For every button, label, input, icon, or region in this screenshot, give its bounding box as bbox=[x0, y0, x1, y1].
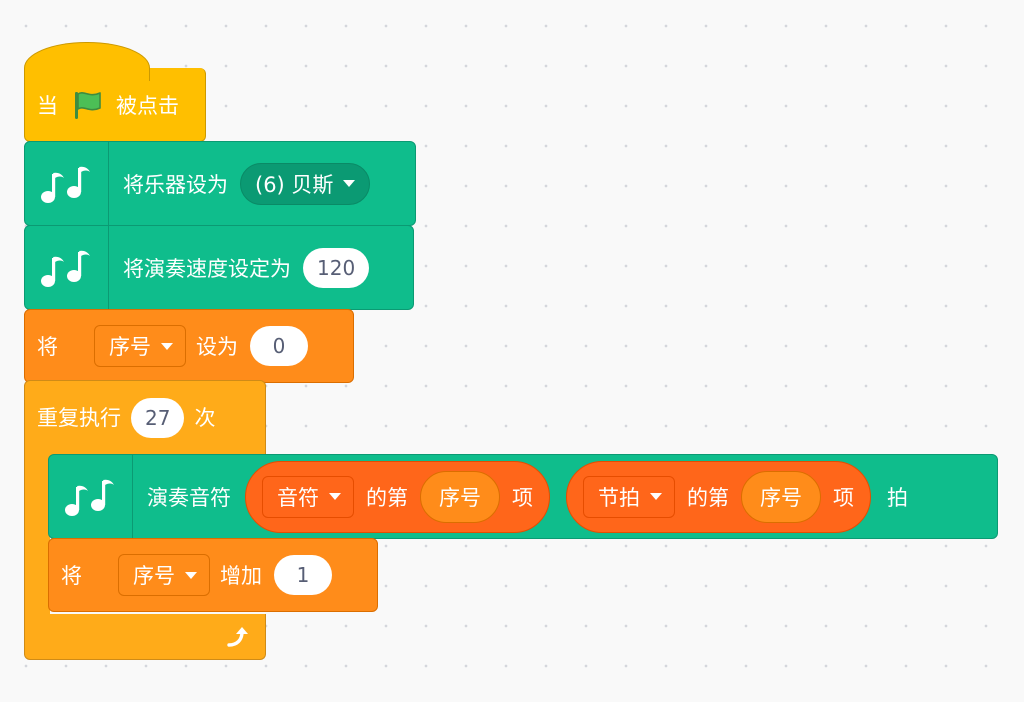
variable-dropdown[interactable]: 序号 bbox=[94, 325, 186, 367]
change-var-prefix: 将 bbox=[61, 564, 82, 588]
beats-suffix: 拍 bbox=[887, 485, 908, 510]
set-tempo-block[interactable]: 将演奏速度设定为 120 bbox=[24, 225, 414, 310]
set-var-prefix: 将 bbox=[37, 335, 58, 359]
clicked-label: 被点击 bbox=[116, 93, 179, 118]
caret-down-icon bbox=[650, 493, 662, 500]
when-flag-clicked-block[interactable]: 当 被点击 bbox=[24, 42, 206, 142]
caret-down-icon bbox=[161, 342, 173, 350]
change-variable-block[interactable]: 将 序号 增加 1 bbox=[48, 538, 378, 612]
caret-down-icon bbox=[185, 571, 197, 579]
beat-of-label: 的第 bbox=[687, 485, 729, 510]
repeat-prefix: 重复执行 bbox=[37, 406, 121, 430]
play-note-block[interactable]: 演奏音符 音符 的第 序号 项 节拍 的第 序号 项 拍 bbox=[48, 454, 998, 539]
music-extension-icon-area bbox=[25, 142, 109, 225]
repeat-block[interactable]: 重复执行 27 次 bbox=[24, 380, 266, 456]
music-extension-icon-area bbox=[25, 226, 109, 309]
set-tempo-label: 将演奏速度设定为 bbox=[123, 256, 291, 281]
set-var-middle: 设为 bbox=[196, 335, 238, 359]
instrument-dropdown[interactable]: (6) 贝斯 bbox=[240, 162, 371, 205]
note-item-label: 项 bbox=[512, 485, 533, 510]
music-extension-icon-area bbox=[49, 455, 133, 538]
variable-name: 序号 bbox=[109, 335, 151, 359]
tempo-input[interactable]: 120 bbox=[303, 247, 370, 288]
repeat-block-arm bbox=[24, 455, 50, 615]
beat-item-label: 项 bbox=[833, 485, 854, 510]
set-instrument-label: 将乐器设为 bbox=[123, 172, 228, 197]
green-flag-icon bbox=[75, 91, 101, 119]
note-list-name: 音符 bbox=[277, 485, 319, 510]
repeat-block-bottom bbox=[24, 614, 266, 660]
music-notes-icon bbox=[40, 166, 90, 203]
loop-arrow-icon bbox=[227, 626, 248, 647]
change-var-middle: 增加 bbox=[220, 564, 262, 588]
when-label: 当 bbox=[37, 93, 58, 118]
beat-list-dropdown[interactable]: 节拍 bbox=[583, 475, 675, 518]
instrument-value: (6) 贝斯 bbox=[255, 172, 334, 197]
change-var-value-input[interactable]: 1 bbox=[274, 555, 332, 595]
beat-index-variable[interactable]: 序号 bbox=[741, 470, 821, 523]
note-list-dropdown[interactable]: 音符 bbox=[262, 475, 354, 518]
music-notes-icon bbox=[64, 479, 114, 516]
play-note-label: 演奏音符 bbox=[147, 485, 231, 510]
note-of-label: 的第 bbox=[366, 485, 408, 510]
note-index-variable[interactable]: 序号 bbox=[420, 470, 500, 523]
set-instrument-block[interactable]: 将乐器设为 (6) 贝斯 bbox=[24, 141, 416, 226]
set-var-value-input[interactable]: 0 bbox=[250, 326, 308, 366]
caret-down-icon bbox=[329, 493, 341, 500]
repeat-times-input[interactable]: 27 bbox=[131, 398, 185, 438]
change-variable-name: 序号 bbox=[133, 564, 175, 588]
change-variable-dropdown[interactable]: 序号 bbox=[118, 554, 210, 596]
caret-down-icon bbox=[343, 180, 356, 187]
note-list-item-reporter[interactable]: 音符 的第 序号 项 bbox=[245, 460, 550, 533]
beat-list-item-reporter[interactable]: 节拍 的第 序号 项 bbox=[566, 460, 871, 533]
beat-list-name: 节拍 bbox=[598, 485, 640, 510]
music-notes-icon bbox=[40, 250, 90, 287]
hat-cap bbox=[24, 42, 150, 81]
set-variable-block[interactable]: 将 序号 设为 0 bbox=[24, 309, 354, 383]
repeat-suffix: 次 bbox=[194, 406, 216, 430]
